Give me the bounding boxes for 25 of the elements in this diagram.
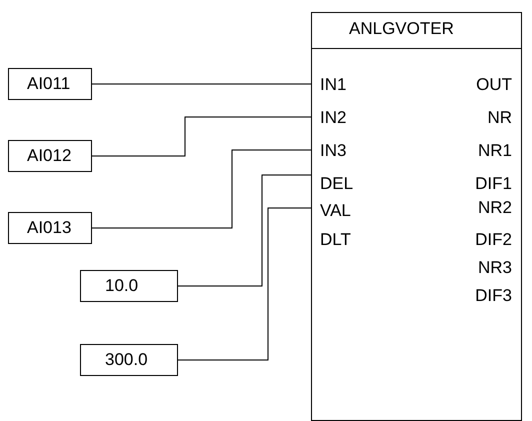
input-pin-label: IN2 [320,108,346,128]
connector-line [178,174,312,286]
input-pin-label: IN3 [320,141,346,161]
connector-line [92,150,312,228]
block-title: ANLGVOTER [349,19,454,39]
input-pin-label: IN1 [320,75,346,95]
output-pin-label: NR [487,108,512,128]
connector-line [178,208,312,360]
output-pin-label: NR3 [478,258,512,278]
input-pin-label: DLT [320,230,351,250]
output-pin-label: OUT [476,75,512,95]
function-block [311,12,522,421]
input-pin-label: VAL [320,201,351,221]
output-pin-label: NR2 [478,198,512,218]
connector-line [92,116,312,156]
input-pin-label: DEL [320,174,354,194]
output-pin-label: DIF2 [475,230,512,250]
input-box: 10.0 [80,270,178,302]
input-box: 300.0 [80,344,178,376]
input-box: AI011 [8,68,92,100]
input-box: AI012 [8,140,92,172]
output-pin-label: NR1 [478,141,512,161]
output-pin-label: DIF3 [475,286,512,306]
input-box: AI013 [8,212,92,244]
output-pin-label: DIF1 [475,174,512,194]
